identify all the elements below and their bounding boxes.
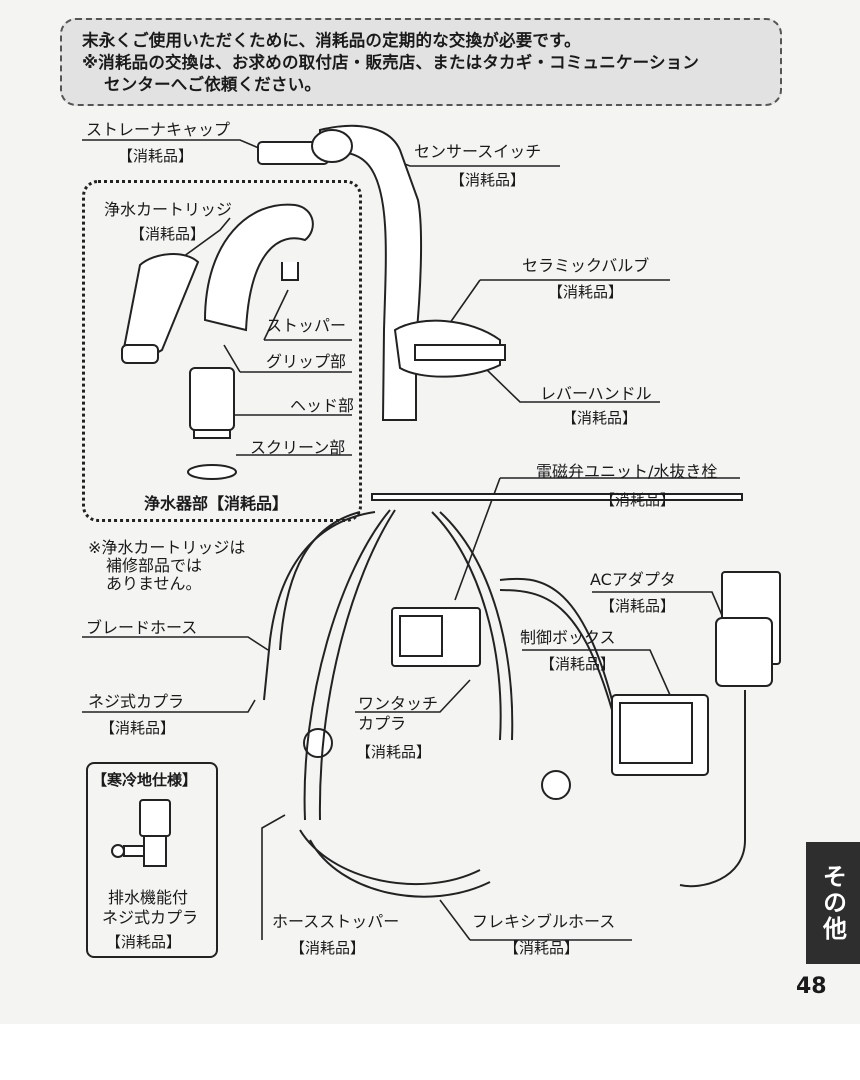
drain-coupler-illustration [111,799,171,867]
cartridge-note-line-1: ※浄水カートリッジは [88,538,246,557]
page-bottom-margin [0,1024,860,1080]
drain-coupler-label-2: ネジ式カプラ [102,908,199,927]
strainer-cap-consumable-tag: 【消耗品】 [118,147,194,165]
cold-spec-label: 【寒冷地仕様】 [92,771,198,789]
water-purifier-group-box [82,180,362,522]
grip-label: グリップ部 [266,352,347,371]
drain-coupler-label-1: 排水機能付 [108,888,189,907]
cartridge-note-line-2: 補修部品では [106,556,203,575]
braided-hose-label: ブレードホース [86,618,198,637]
ceramic-valve-consumable-tag: 【消耗品】 [548,283,624,301]
lever-handle-label: レバーハンドル [540,384,652,403]
section-tab-other: その他 [806,842,860,964]
cartridge-label: 浄水カートリッジ [104,200,233,219]
control-box-label: 制御ボックス [520,628,616,647]
purifier-label: 浄水器部【消耗品】 [144,494,289,513]
ceramic-valve-label: セラミックバルブ [522,256,650,275]
head-label: ヘッド部 [290,396,355,415]
flexible-hose-label: フレキシブルホース [472,912,616,931]
lever-handle-consumable-tag: 【消耗品】 [562,409,638,427]
notice-line-3: センターへご依頼ください。 [104,75,322,94]
control-box-consumable-tag: 【消耗品】 [540,655,616,673]
drain-coupler-consumable-tag: 【消耗品】 [106,933,182,951]
strainer-cap-label: ストレーナキャップ [86,120,231,139]
screen-label: スクリーン部 [250,438,346,457]
solenoid-label: 電磁弁ユニット/水抜き栓 [536,462,718,481]
flexible-hose-consumable-tag: 【消耗品】 [504,939,580,957]
screw-coupler-label: ネジ式カプラ [88,692,185,711]
onetouch-coupler-label-1: ワンタッチ [358,694,439,713]
hose-stopper-consumable-tag: 【消耗品】 [290,939,366,957]
onetouch-coupler-label-2: カプラ [358,714,407,733]
cartridge-consumable-tag: 【消耗品】 [130,225,206,243]
sensor-switch-consumable-tag: 【消耗品】 [450,171,526,189]
ac-adapter-consumable-tag: 【消耗品】 [600,597,676,615]
notice-line-2: ※消耗品の交換は、お求めの取付店・販売店、またはタカギ・コミュニケーション [82,53,700,72]
screw-coupler-consumable-tag: 【消耗品】 [100,719,176,737]
hose-stopper-label: ホースストッパー [272,912,400,931]
page-number: 48 [796,974,827,999]
cartridge-note-line-3: ありません。 [106,574,202,593]
cold-region-box: 【寒冷地仕様】 排水機能付 ネジ式カプラ 【消耗品】 [86,762,218,958]
onetouch-coupler-consumable-tag: 【消耗品】 [356,743,432,761]
notice-box: 末永くご使用いただくために、消耗品の定期的な交換が必要です。 ※消耗品の交換は、… [60,18,782,106]
ac-adapter-label: ACアダプタ [590,570,676,589]
notice-line-1: 末永くご使用いただくために、消耗品の定期的な交換が必要です。 [82,31,581,50]
sensor-switch-label: センサースイッチ [414,142,542,161]
stopper-label: ストッパー [266,316,347,335]
solenoid-consumable-tag: 【消耗品】 [600,491,676,509]
